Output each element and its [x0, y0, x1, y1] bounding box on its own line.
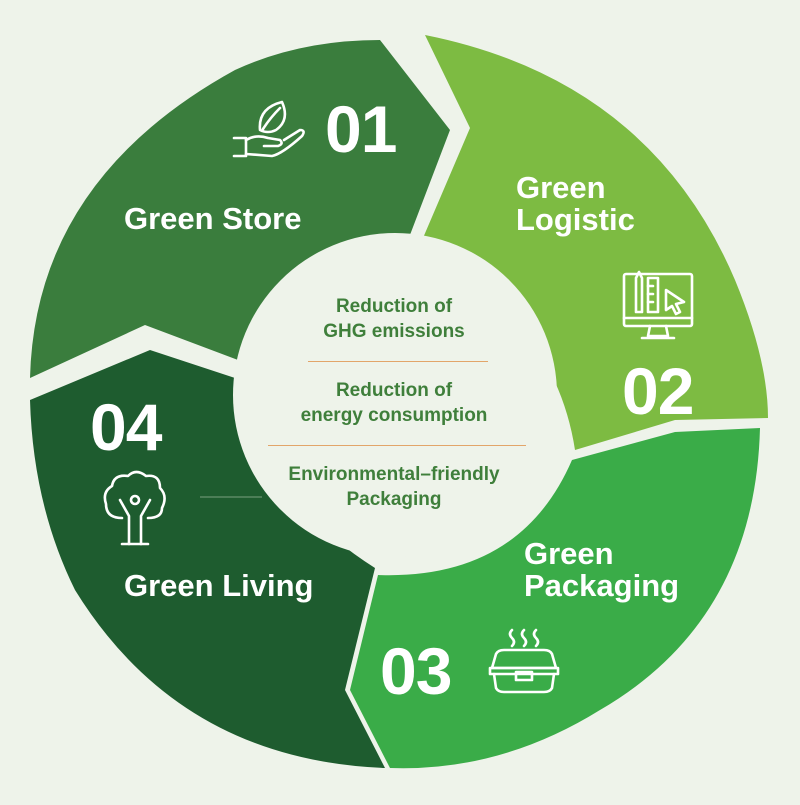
segment-title-green-living: Green Living	[124, 568, 314, 603]
segment-number-01: 01	[325, 92, 397, 166]
tree-person-icon	[103, 470, 166, 546]
segment-number-03: 03	[380, 634, 452, 708]
food-box-icon	[488, 628, 560, 694]
segment-number-02: 02	[622, 354, 694, 428]
segment-green-living	[30, 350, 385, 768]
center-item-packaging: Environmental–friendly Packaging	[288, 464, 500, 510]
segment-title-green-packaging: Green Packaging	[524, 536, 680, 603]
center-item-energy: Reduction of energy consumption	[300, 380, 488, 426]
center-divider-2	[268, 445, 526, 446]
design-monitor-icon	[622, 270, 694, 340]
segment-green-store	[30, 40, 450, 378]
center-item-ghg: Reduction of GHG emissions	[323, 296, 465, 342]
center-divider-1	[308, 361, 488, 362]
center-disk	[233, 233, 557, 557]
segment-title-green-store: Green Store	[124, 201, 302, 236]
segment-title-green-logistic: Green Logistic	[516, 170, 635, 237]
segment-green-packaging	[350, 428, 760, 769]
hand-leaf-icon	[232, 100, 305, 158]
segment-number-04: 04	[90, 390, 162, 464]
segment-green-logistic	[420, 35, 768, 450]
